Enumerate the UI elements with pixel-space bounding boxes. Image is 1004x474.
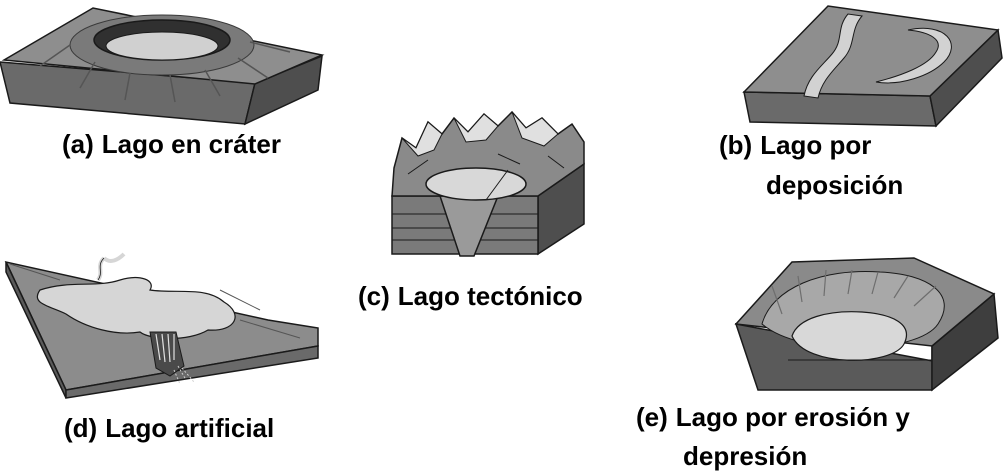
- caption-d-text: Lago artificial: [105, 413, 275, 443]
- caption-a-text: Lago en cráter: [101, 129, 281, 159]
- caption-a: (a)Lago en cráter: [62, 128, 281, 160]
- deposition-lake-block: [742, 5, 1003, 128]
- caption-d-letter: (d): [64, 413, 98, 443]
- caption-a-letter: (a): [62, 129, 94, 159]
- caption-b-letter: (b): [719, 130, 753, 160]
- caption-d: (d)Lago artificial: [64, 412, 274, 444]
- panel-b-deposition-lake: [740, 0, 1004, 130]
- panel-e-erosion-lake: [732, 254, 1004, 394]
- caption-b-text-2: deposición: [766, 170, 904, 200]
- caption-e: (e)Lago por erosión y: [636, 401, 910, 433]
- erosion-lake-block: [734, 257, 999, 392]
- tectonic-lake-block: [391, 110, 585, 257]
- panel-a-crater-lake: [0, 0, 360, 130]
- caption-c-text: Lago tectónico: [397, 281, 583, 311]
- caption-c-letter: (c): [358, 281, 390, 311]
- caption-b-line2: deposición: [766, 169, 903, 201]
- caption-c: (c)Lago tectónico: [358, 280, 583, 312]
- panel-d-artificial-lake: [0, 250, 340, 400]
- crater-lake-block: [0, 7, 325, 126]
- artificial-lake-block: [4, 252, 319, 399]
- caption-e-text-2: depresión: [683, 441, 808, 471]
- caption-b: (b)Lago por: [719, 129, 871, 161]
- caption-b-text-1: Lago por: [760, 130, 872, 160]
- caption-e-text-1: Lago por erosión y: [675, 402, 910, 432]
- caption-e-letter: (e): [636, 402, 668, 432]
- panel-c-tectonic-lake: [388, 104, 588, 260]
- caption-e-line2: depresión: [683, 440, 807, 472]
